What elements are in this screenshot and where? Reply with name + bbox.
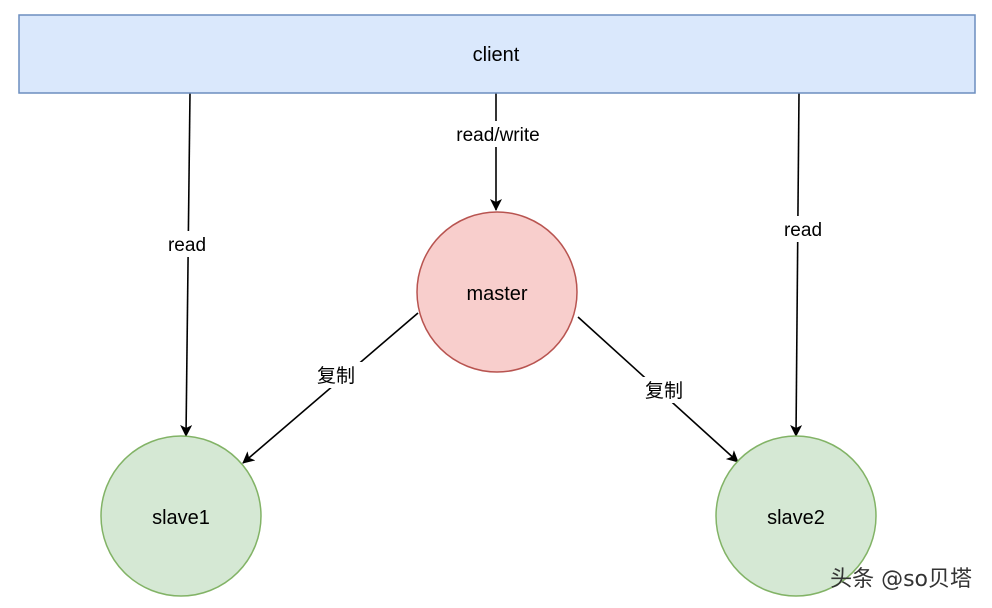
slave2-label: slave2: [767, 507, 825, 529]
edge-label-client-slave1: read: [168, 235, 206, 256]
edge-label-master-slave1: 复制: [317, 365, 355, 387]
node-client: client: [18, 14, 976, 94]
edge-label-master-slave2: 复制: [645, 380, 683, 402]
edge-line-client-slave2: [790, 92, 803, 437]
edge-label-client-master: read/write: [456, 125, 539, 146]
edge-client-to-slave2: read: [774, 92, 832, 437]
edge-client-to-master: read/write: [446, 93, 550, 211]
edge-label-bg: [774, 216, 832, 242]
edge-label-bg: [446, 121, 550, 147]
client-label: client: [473, 44, 520, 66]
slave1-label: slave1: [152, 507, 210, 529]
node-slave2: slave2: [715, 435, 877, 597]
edge-master-to-slave2: 复制: [577, 316, 739, 463]
master-circle: [416, 211, 578, 373]
master-label: master: [466, 283, 527, 305]
edge-label-bg: [158, 231, 216, 257]
client-box: [18, 14, 976, 94]
node-master: master: [416, 211, 578, 373]
edge-client-to-slave1: read: [158, 92, 216, 437]
edge-line-client-slave1: [180, 92, 193, 437]
slave1-circle: [100, 435, 262, 597]
watermark-text: 头条 @so贝塔: [830, 567, 972, 592]
edge-label-bg: [638, 377, 690, 403]
slave2-circle: [715, 435, 877, 597]
edge-label-client-slave2: read: [784, 220, 822, 241]
edge-master-to-slave1: 复制: [242, 312, 419, 464]
edge-label-bg: [310, 362, 362, 388]
node-slave1: slave1: [100, 435, 262, 597]
